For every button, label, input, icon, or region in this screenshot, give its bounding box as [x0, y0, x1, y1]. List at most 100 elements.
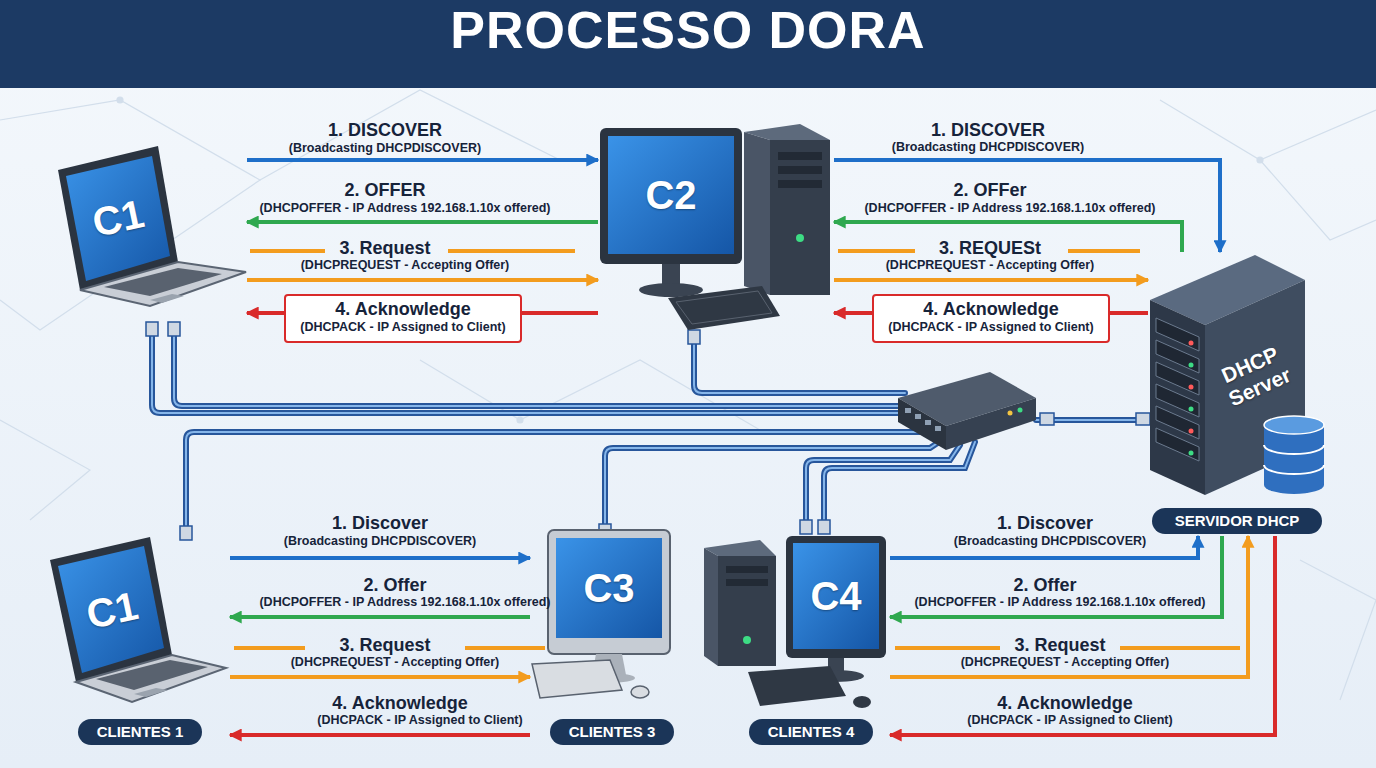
step-detail: (DHCPACK - IP Assigned to Client) — [870, 713, 1270, 728]
network-pattern-part — [1257, 157, 1263, 163]
desktop-illustration-part — [778, 166, 822, 174]
network-cable-part-part — [806, 445, 960, 525]
desktop-illustration-part — [668, 286, 780, 330]
screen-label: C3 — [569, 564, 649, 612]
server-illustration-part — [1189, 407, 1194, 412]
laptop-illustration-part — [58, 546, 164, 673]
request-bar-part — [1120, 646, 1240, 650]
monitor-illustration-part — [631, 686, 649, 698]
server-label: DHCP Server — [1204, 336, 1306, 416]
desktop-illustration-part — [793, 543, 879, 649]
network-cable-part-part — [180, 526, 192, 540]
step-title: 1. Discover — [845, 513, 1245, 533]
step-detail: (DHCPREQUEST - Accepting Offer) — [865, 655, 1265, 670]
step-detail: (DHCPOFFER - IP Address 192.168.1.10x of… — [205, 201, 605, 216]
desktop-illustration-part — [796, 234, 804, 242]
screen-label: C4 — [796, 572, 876, 620]
step-title: 1. DISCOVER — [788, 120, 1188, 140]
database-icon — [1264, 416, 1324, 494]
step-title: 2. Offer — [845, 575, 1245, 595]
step-title: 3. REQUESt — [790, 238, 1190, 258]
network-switch-part-part — [925, 420, 931, 425]
network-cable-part-part — [605, 440, 942, 528]
step-title: 4. Acknowledge — [865, 693, 1265, 713]
laptop-illustration-part — [150, 294, 184, 303]
server-illustration-part-part — [1156, 428, 1199, 461]
client-monitor: C3CLIENTES 3 — [530, 524, 680, 747]
request-bar-part — [234, 646, 305, 650]
step-detail: (DHCPREQUEST - Accepting Offer) — [205, 258, 605, 273]
server-illustration-part — [1189, 363, 1194, 368]
desktop-illustration-part — [748, 666, 846, 706]
network-pattern-part — [1260, 160, 1376, 240]
dhcp-message-arrow — [834, 278, 1148, 282]
monitor-illustration — [532, 530, 670, 698]
step-title: 3. Request — [185, 635, 585, 655]
network-cable-part-part — [186, 428, 930, 530]
page-title: PROCESSO DORA — [0, 0, 1376, 88]
dhcp-message-arrow — [247, 220, 598, 224]
step-detail: (Broadcasting DHCPDISCOVER) — [185, 141, 585, 156]
network-pattern-part — [117, 97, 123, 103]
step-detail: (DHCPOFFER - IP Address 192.168.1.10x of… — [810, 201, 1210, 216]
step-title: 1. DISCOVER — [185, 120, 585, 140]
network-switch-part — [1018, 408, 1023, 413]
step-detail: (DHCPOFFER - IP Address 192.168.1.10x of… — [860, 595, 1260, 610]
laptop-illustration-part — [80, 262, 246, 306]
laptop-illustration-part — [66, 156, 170, 281]
network-cable-part-part — [168, 322, 180, 336]
monitor-illustration-part — [532, 660, 622, 698]
network-pattern-part — [0, 100, 260, 330]
network-pattern — [0, 90, 1376, 700]
network-cable-part-part — [146, 322, 158, 336]
desktop-illustration-part — [743, 636, 751, 644]
desktop-illustration-part — [778, 180, 822, 188]
request-bar-part — [838, 249, 915, 253]
step-detail: (Broadcasting DHCPDISCOVER) — [850, 534, 1250, 549]
client-laptop: C1 — [55, 140, 247, 310]
dhcp-message-arrow — [230, 615, 530, 619]
step-detail: (DHCPACK - IP Assigned to Client) — [203, 320, 603, 335]
step-title: 4. Acknowledge — [200, 693, 600, 713]
network-cable-part-part — [688, 330, 700, 344]
network-cable-part-part — [174, 332, 905, 406]
network-cable-part-part — [186, 428, 930, 530]
network-cable-part-part — [694, 340, 905, 393]
laptop-illustration-part — [96, 660, 208, 690]
laptop-illustration-part — [134, 688, 168, 697]
network-cable-part-part — [1040, 413, 1054, 425]
monitor-illustration-part — [556, 538, 662, 638]
network-cable-part — [146, 322, 1150, 540]
network-cable — [146, 322, 1150, 540]
desktop-illustration-part — [853, 696, 871, 708]
desktop-illustration-part — [676, 291, 772, 324]
desktop-illustration-part — [608, 136, 734, 254]
network-cable-part-part — [818, 520, 830, 534]
laptop-illustration-part — [104, 268, 222, 296]
dhcp-message-arrow — [230, 733, 530, 737]
desktop-illustration-part — [726, 579, 768, 586]
step-title: 3. Request — [185, 238, 585, 258]
dhcp-message-arrow — [230, 556, 530, 560]
server-illustration-part — [1156, 318, 1199, 461]
network-cable-part-part — [824, 442, 975, 525]
step-detail: (DHCPOFFER - IP Address 192.168.1.10x of… — [205, 595, 605, 610]
request-bar-part — [895, 646, 1000, 650]
server-illustration-part — [1189, 451, 1194, 456]
monitor-illustration-part — [548, 530, 670, 654]
network-cable-part-part — [806, 445, 960, 525]
step-detail: (Broadcasting DHCPDISCOVER) — [180, 534, 580, 549]
network-cable-part-part — [174, 332, 905, 406]
step-detail: (DHCPREQUEST - Accepting Offer) — [195, 655, 595, 670]
request-bar-part — [1068, 249, 1140, 253]
device-caption: CLIENTES 1 — [78, 719, 202, 745]
client-laptop: C1CLIENTES 1 — [45, 530, 230, 747]
server-illustration-part — [1150, 300, 1205, 495]
step-title: 2. OFFer — [790, 180, 1190, 200]
screen-label: C2 — [631, 171, 711, 219]
dhcp-message-arrow — [247, 278, 598, 282]
network-cable-part — [152, 332, 1142, 530]
network-switch-part — [905, 408, 941, 431]
network-pattern-part — [1160, 100, 1376, 160]
